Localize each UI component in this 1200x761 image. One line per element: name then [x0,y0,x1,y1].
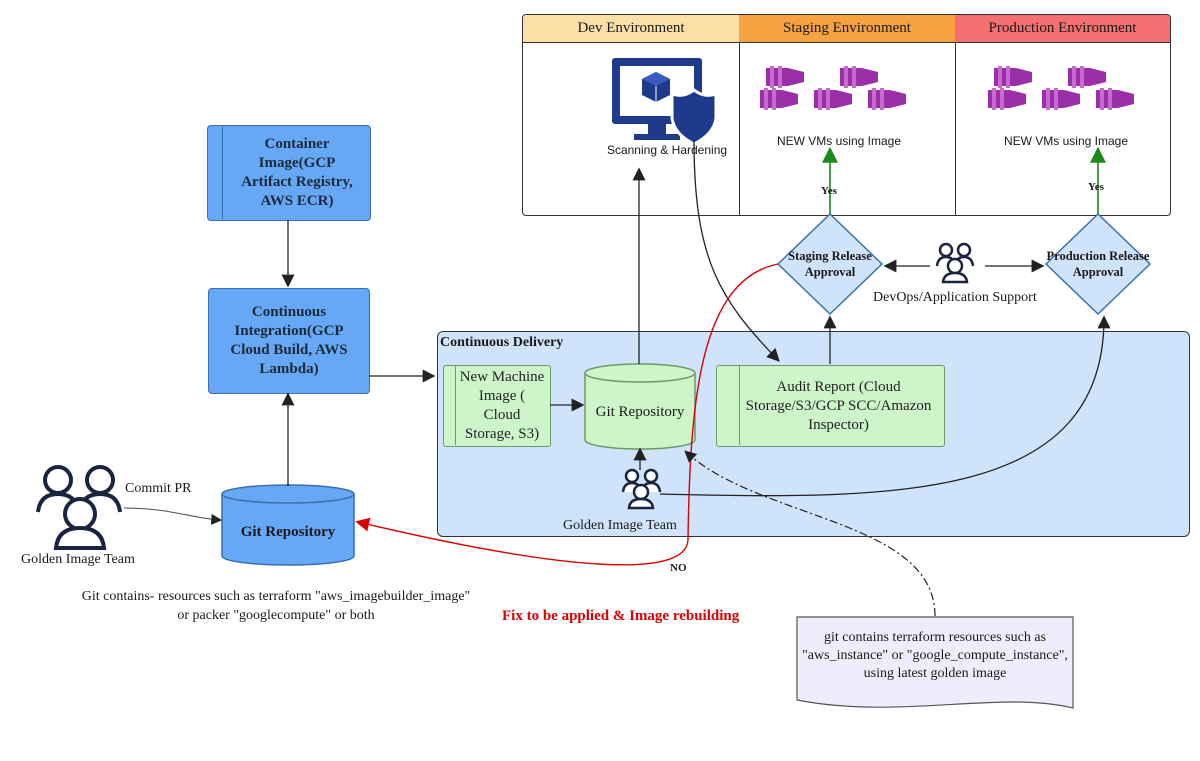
production-vm-icons [988,66,1134,110]
commit-pr-label: Commit PR [125,481,192,496]
doc-note-text: git contains terraform resources such as… [802,630,1068,681]
golden-image-team-cd-label: Golden Image Team [563,518,677,533]
container-image-box: Container Image(GCP Artifact Registry, A… [207,125,371,221]
fix-note: Fix to be applied & Image rebuilding [502,608,740,624]
staging-vm-icons [760,66,906,110]
devops-support-label: DevOps/Application Support [873,290,1037,305]
audit-report-divider [739,366,740,445]
note-document-shape [796,616,1074,709]
continuous-delivery-title: Continuous Delivery [440,335,564,350]
continuous-integration-box: Continuous Integration(GCP Cloud Build, … [208,288,370,394]
audit-report-label: Audit Report (Cloud Storage/S3/GCP SCC/A… [745,378,932,433]
staging-approval-label: Staging Release Approval [788,249,872,279]
container-image-label: Container Image(GCP Artifact Registry, A… [241,136,353,209]
golden-image-team-left-label: Golden Image Team [21,552,135,567]
devops-support-icon [935,242,975,284]
machine-image-divider [455,366,456,445]
staging-yes-label: Yes [821,185,837,197]
production-approval-diamond [1044,212,1152,316]
audit-report-box: Audit Report (Cloud Storage/S3/GCP SCC/A… [716,365,945,447]
production-environment-title: Production Environment [955,15,1170,43]
staging-environment: Staging Environment [739,15,956,215]
git-note: Git contains- resources such as terrafor… [81,589,471,623]
cd-git-repository-label: Git Repository [595,403,685,420]
git-repository-label: Git Repository [240,523,336,540]
staging-environment-title: Staging Environment [739,15,955,43]
staging-caption: NEW VMs using Image [776,134,902,148]
no-label: NO [668,562,689,574]
production-caption: NEW VMs using Image [1003,134,1129,148]
git-repository-cylinder [221,484,355,566]
container-image-box-divider [222,126,223,219]
golden-image-team-left-icon [36,465,122,550]
dev-environment-title: Dev Environment [523,15,739,43]
new-machine-image-box: New Machine Image ( Cloud Storage, S3) [443,365,551,447]
production-environment: Production Environment [955,15,1170,215]
golden-image-team-cd-icon [621,468,662,510]
dev-environment: Dev Environment [523,15,740,215]
dev-caption: Scanning & Hardening [606,143,728,157]
production-yes-label: Yes [1088,181,1104,193]
continuous-integration-label: Continuous Integration(GCP Cloud Build, … [230,304,348,377]
staging-approval-diamond [776,212,884,316]
new-machine-image-label: New Machine Image ( Cloud Storage, S3) [459,369,545,442]
production-approval-label: Production Release Approval [1046,249,1150,279]
environments-panel: Dev Environment Staging Environment Prod… [522,14,1171,216]
